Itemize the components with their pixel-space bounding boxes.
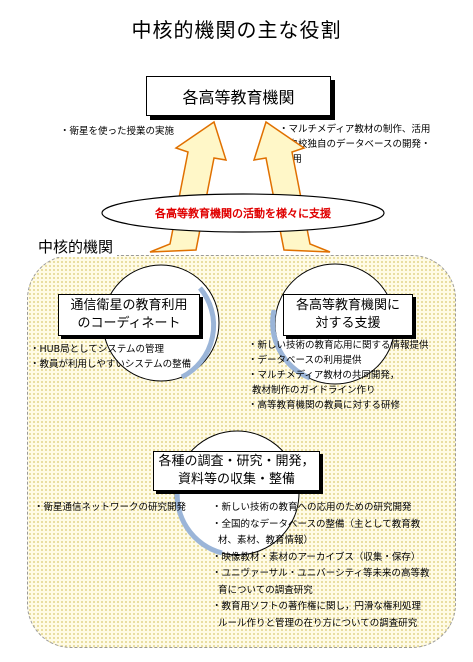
right-note-4: 教材制作のガイドライン作り [252, 385, 376, 396]
institutions-box: 各高等教育機関 [146, 76, 331, 116]
bottom-note-5: ・ユニヴァーサル・ユニバーシティ等未来の高等教 [212, 568, 430, 579]
satellite-coordination-box: 通信衛星の教育利用 のコーディネート [58, 294, 200, 336]
support-banner-ellipse [101, 193, 385, 233]
right-note-3: ・マルチメディア教材の共同開発， [248, 370, 400, 381]
bottom-note-2: ・全国的なデータベースの整備（主として教育教 [212, 518, 421, 530]
research-collection-line-1: 各種の調査・研究・開発， [158, 454, 315, 469]
support-banner: 各高等教育機関の活動を様々に支援 [155, 207, 331, 220]
bottom-note-3: 材、素材、教育情報） [218, 535, 314, 546]
circle-left-shadow [180, 286, 217, 380]
top-left-note: ・衛星を使った授業の実施 [60, 126, 175, 137]
circle-right-shadow [270, 309, 311, 381]
page-title: 中核的機関の主な役割 [131, 18, 342, 42]
bottom-note-8: ルール作りと管理の在り方についての調査研究 [218, 617, 418, 629]
core-institution-label: 中核的機関 [34, 236, 118, 257]
institution-support-line-2: 対する支援 [315, 316, 381, 331]
research-collection-line-2: 資料等の収集・整備 [177, 472, 295, 487]
top-right-note-2: ・自校独自のデータベースの開発・ [279, 139, 431, 150]
right-note-1: ・新しい技術の教育応用に関する情報提供 [248, 340, 429, 351]
bottom-note-6: 育についての調査研究 [218, 584, 313, 596]
institution-support-box: 各高等教育機関に 対する支援 [283, 294, 413, 336]
satellite-coordination-line-2: のコーディネート [77, 316, 181, 331]
right-note-2: ・データベースの利用提供 [248, 355, 362, 366]
bottom-note-7: ・教育用ソフトの著作権に関し，円滑な権利処理 [212, 601, 422, 612]
right-notes: ・新しい技術の教育応用に関する情報提供 ・データベースの利用提供 ・マルチメディ… [248, 338, 429, 413]
institutions-box-label: 各高等教育機関 [182, 88, 295, 107]
left-note-2: ・教員が利用しやすいシステムの整備 [30, 359, 192, 370]
research-collection-box: 各種の調査・研究・開発， 資料等の収集・整備 [153, 451, 320, 491]
institution-support-line-1: 各高等教育機関に [295, 298, 400, 313]
bottom-notes: ・新しい技術の教育への応用のための研究開発 ・全国的なデータベースの整備（主とし… [212, 500, 430, 632]
circle-bottom-shadow [174, 484, 223, 556]
bottom-note-4: ・映像教材・素材のアーカイブス（収集・保存） [212, 551, 421, 563]
bottom-note-1: ・新しい技術の教育への応用のための研究開発 [212, 502, 412, 513]
left-note-1: ・HUB局としてシステムの管理 [30, 344, 165, 355]
satellite-coordination-line-1: 通信衛星の教育利用 [70, 298, 188, 313]
bottom-left-note: ・衛星通信ネットワークの研究開発 [34, 502, 187, 513]
right-note-5: ・高等教育機関の教員に対する研修 [248, 400, 401, 411]
left-notes: ・HUB局としてシステムの管理 ・教員が利用しやすいシステムの整備 [30, 342, 191, 372]
top-right-note-1: ・マルチメディア教材の制作、活用 [279, 124, 431, 135]
